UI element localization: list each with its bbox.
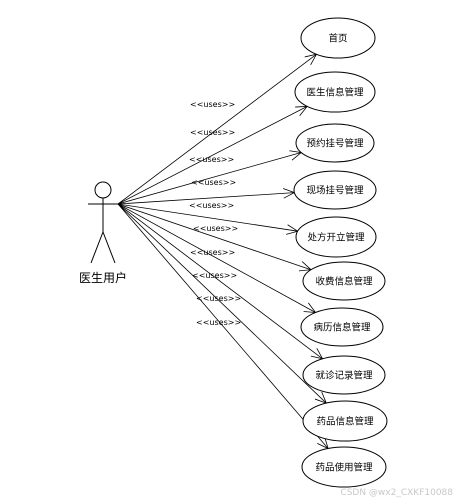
association-line — [117, 203, 298, 232]
uses-label: <<uses>> — [193, 224, 238, 233]
use-case-ellipse — [302, 261, 386, 301]
association-line — [117, 53, 317, 205]
use-case-label: 病历信息管理 — [313, 322, 371, 334]
association-lines — [117, 53, 329, 450]
use-case-ellipse — [302, 355, 386, 395]
association-line — [117, 203, 312, 271]
use-case-ellipse — [302, 400, 388, 442]
use-case-label: 药品信息管理 — [316, 416, 374, 428]
uses-labels: <<uses>> <<uses>> <<uses>> <<uses>> <<uses>>… — [189, 100, 241, 327]
use-case-label: 药品使用管理 — [315, 462, 373, 474]
use-case-label: 首页 — [328, 33, 347, 45]
use-case-label: 就诊记录管理 — [315, 370, 373, 382]
uses-label: <<uses>> — [190, 128, 235, 137]
actor-left-leg — [90, 231, 104, 264]
association-line — [117, 203, 323, 360]
actor: 医生用户 — [79, 181, 127, 285]
use-case-label: 收费信息管理 — [315, 276, 373, 288]
uses-label: <<uses>> — [192, 271, 237, 280]
uses-label: <<uses>> — [196, 318, 241, 327]
association-line — [117, 152, 302, 205]
uses-label: <<uses>> — [189, 155, 234, 164]
actor-label: 医生用户 — [79, 270, 127, 285]
association-line — [117, 203, 327, 404]
uses-label: <<uses>> — [190, 248, 235, 257]
uses-label: <<uses>> — [191, 178, 236, 187]
watermark: CSDN @wx2_CXKF10088 — [340, 488, 453, 498]
association-line — [117, 106, 308, 205]
association-line — [117, 203, 329, 449]
use-case-ellipse — [295, 123, 375, 163]
uses-label: <<uses>> — [189, 201, 234, 210]
use-case-ellipse — [293, 170, 377, 210]
use-case-ellipse — [294, 71, 376, 113]
uses-label: <<uses>> — [196, 294, 241, 303]
actor-head — [94, 181, 112, 199]
uses-label: <<uses>> — [190, 100, 235, 109]
association-line — [117, 192, 295, 205]
use-case-ellipse — [300, 307, 384, 347]
use-case-ellipse — [300, 17, 376, 59]
actor-right-leg — [102, 231, 116, 264]
association-line — [117, 203, 316, 313]
use-case-label: 现场挂号管理 — [306, 185, 364, 197]
use-cases: 首页医生信息管理预约挂号管理现场挂号管理处方开立管理收费信息管理病历信息管理就诊… — [293, 17, 388, 488]
arrowhead-icon — [295, 105, 309, 116]
use-case-ellipse — [301, 446, 387, 488]
use-case-label: 处方开立管理 — [307, 232, 365, 244]
use-case-label: 预约挂号管理 — [306, 138, 364, 150]
use-case-label: 医生信息管理 — [306, 87, 364, 99]
use-case-ellipse — [295, 216, 377, 258]
